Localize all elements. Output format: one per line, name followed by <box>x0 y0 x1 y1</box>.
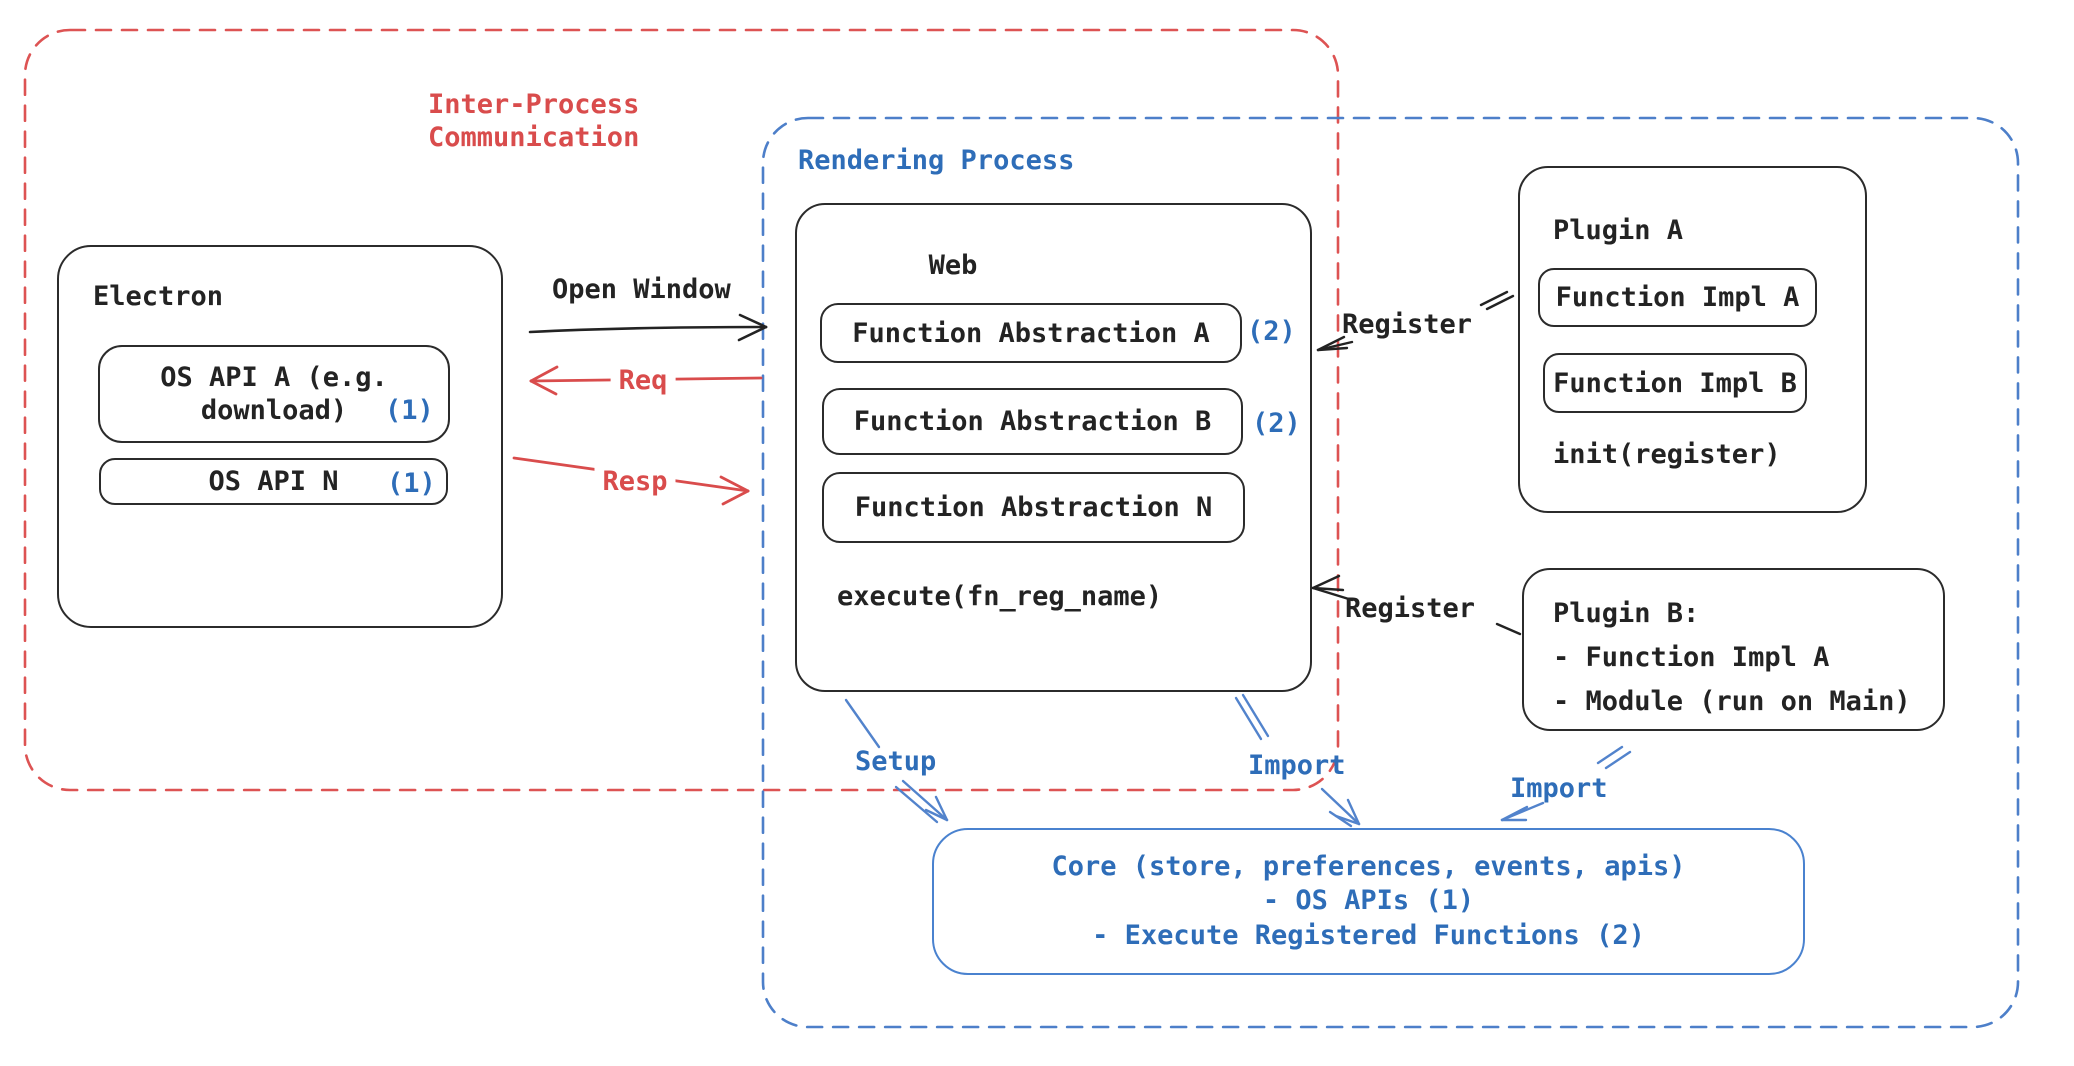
core-box: Core (store, preferences, events, apis) … <box>932 828 1805 975</box>
function-abstraction-a-box: Function Abstraction A <box>820 303 1242 363</box>
function-abstraction-n-box: Function Abstraction N <box>822 472 1245 543</box>
function-abstraction-a-label: Function Abstraction A <box>852 317 1210 349</box>
open-window-arrow <box>528 313 768 342</box>
req-label: Req <box>610 364 676 398</box>
function-impl-b-label: Function Impl B <box>1553 367 1797 399</box>
setup-label: Setup <box>855 745 937 777</box>
os-api-a-label-line1: OS API A (e.g. <box>160 362 388 393</box>
os-api-a-label-line2: download) <box>200 395 348 426</box>
web-title: Web <box>928 249 978 281</box>
plugin-b-text: Plugin B: - Function Impl A - Module (ru… <box>1553 592 1911 724</box>
open-window-label: Open Window <box>552 273 731 305</box>
os-api-n-badge: (1) <box>387 467 436 499</box>
register-plugin-a-label: Register <box>1342 308 1473 340</box>
execute-label: execute(fn_reg_name) <box>837 580 1163 612</box>
core-line-1: Core (store, preferences, events, apis) <box>1051 850 1686 882</box>
function-abstraction-b-badge: (2) <box>1252 407 1301 439</box>
plugin-a-title: Plugin A <box>1553 214 1684 246</box>
function-abstraction-n-label: Function Abstraction N <box>854 492 1213 523</box>
ipc-region-label-line1: Inter-Process <box>428 89 640 120</box>
import-plugin-b-label: Import <box>1510 772 1608 804</box>
core-line-3: - Execute Registered Functions (2) <box>1092 919 1645 951</box>
core-line-2: - OS APIs (1) <box>1262 885 1475 917</box>
os-api-a-badge: (1) <box>385 394 434 426</box>
function-impl-b-box: Function Impl B <box>1543 353 1807 413</box>
plugin-a-init-label: init(register) <box>1553 438 1781 470</box>
rendering-region-label: Rendering Process <box>798 144 1075 176</box>
plugin-b-item-impl-a: - Function Impl A <box>1553 642 1830 673</box>
plugin-b-title: Plugin B: <box>1553 598 1700 629</box>
import-web-label: Import <box>1248 749 1346 781</box>
os-api-n-label: OS API N <box>208 466 339 497</box>
plugin-b-item-module: - Module (run on Main) <box>1553 686 1911 717</box>
function-impl-a-box: Function Impl A <box>1538 268 1817 327</box>
function-impl-a-label: Function Impl A <box>1555 282 1800 313</box>
ipc-region-label-line2: Communication <box>428 122 640 153</box>
function-abstraction-a-badge: (2) <box>1247 315 1296 347</box>
resp-label: Resp <box>594 465 676 499</box>
function-abstraction-b-label: Function Abstraction B <box>853 406 1212 437</box>
function-abstraction-b-box: Function Abstraction B <box>822 388 1243 455</box>
register-plugin-b-label: Register <box>1345 592 1476 624</box>
ipc-region-label: Inter-Process Communication <box>428 88 639 154</box>
electron-title: Electron <box>93 280 224 312</box>
